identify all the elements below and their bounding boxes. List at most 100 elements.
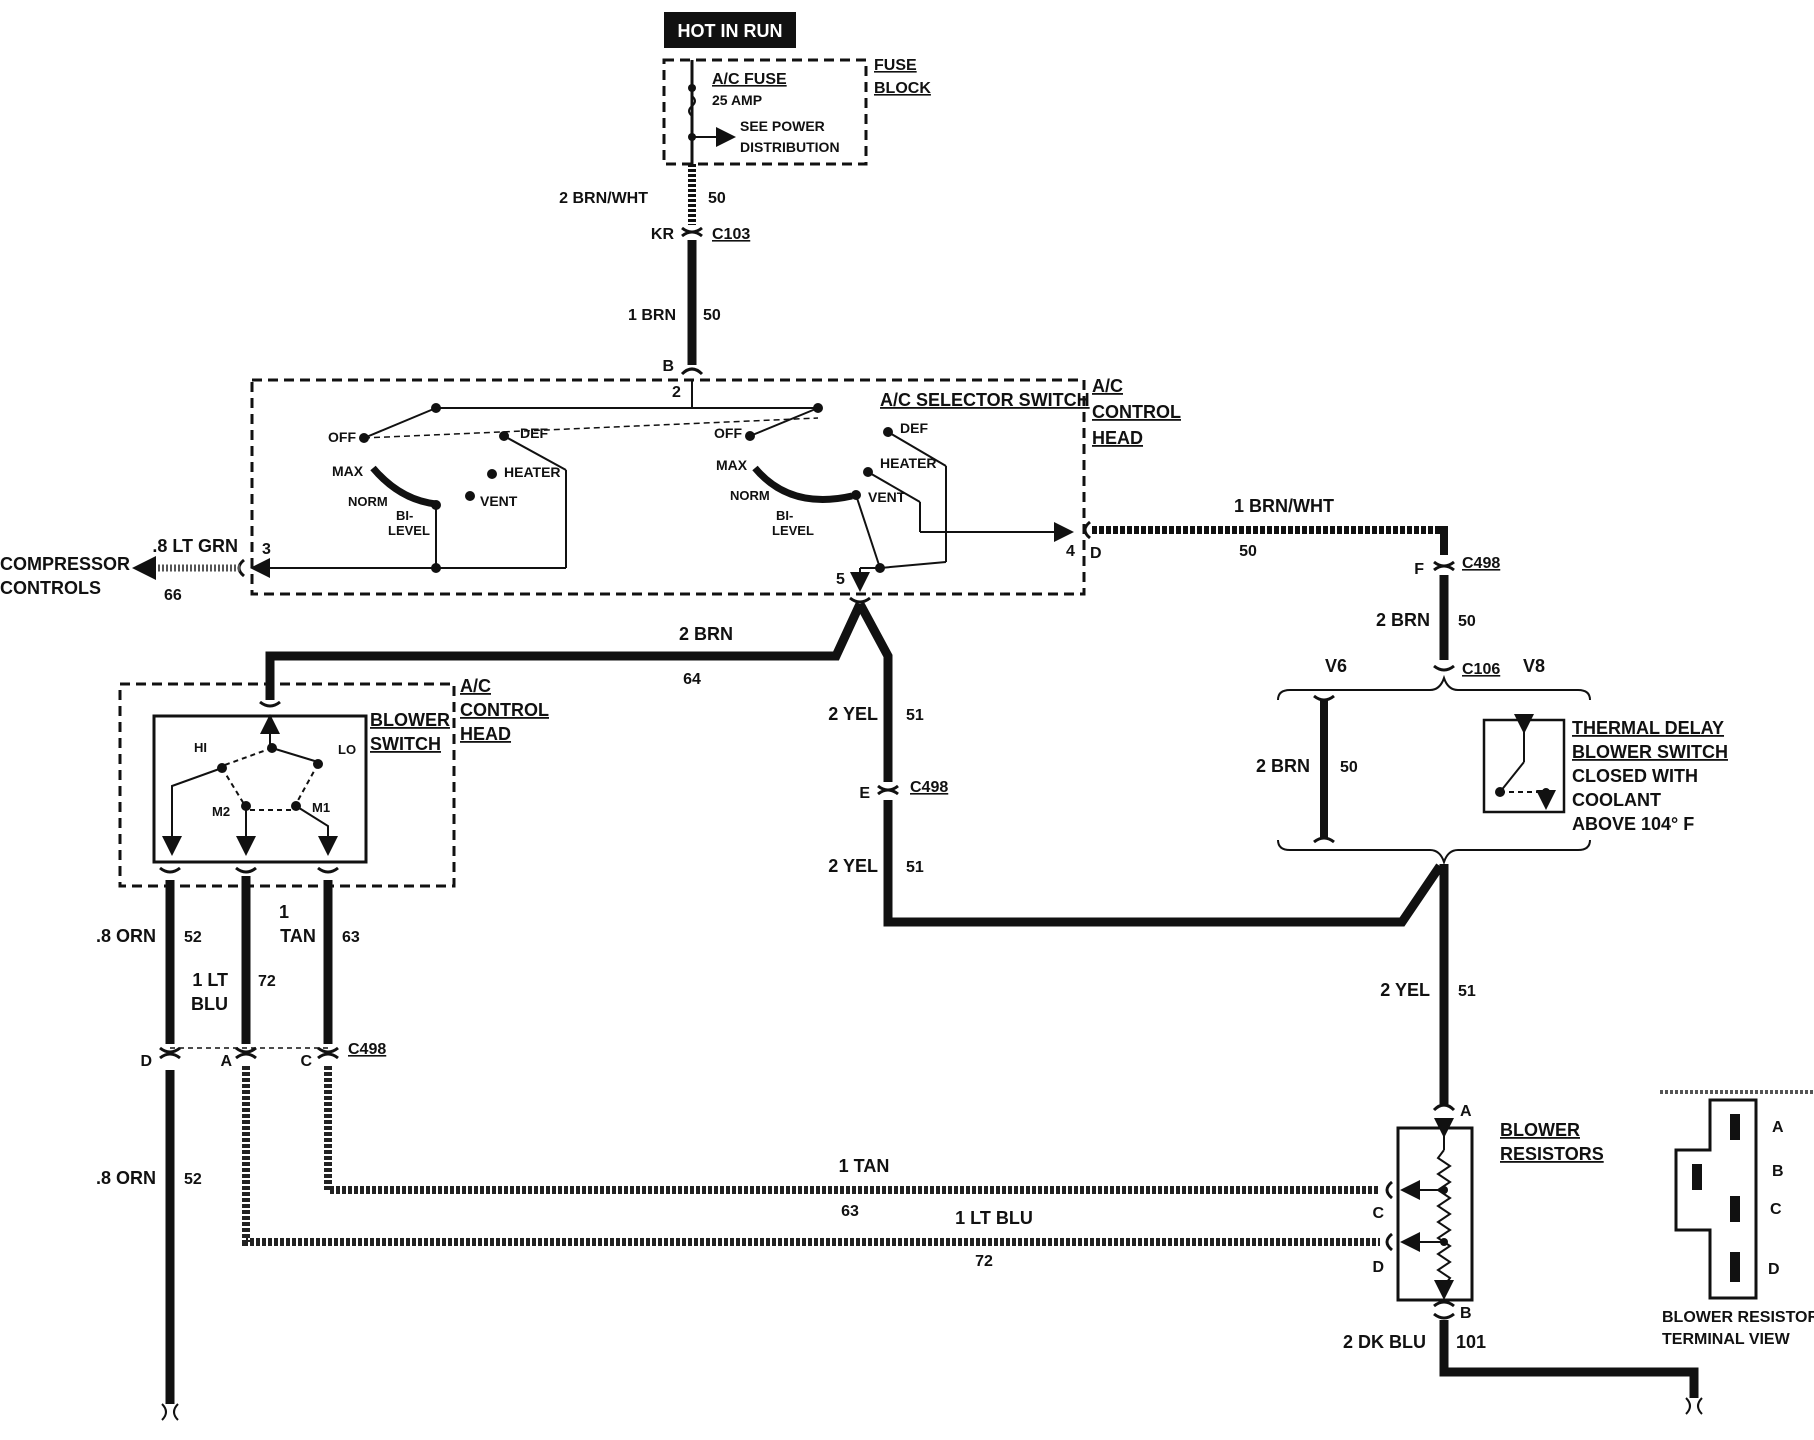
m2-label: M2 (212, 804, 230, 819)
m1-label: M1 (312, 800, 330, 815)
wire-label-line2: TAN (280, 926, 316, 946)
resistors-label-2: RESISTORS (1500, 1144, 1604, 1164)
pos-off-right: OFF (714, 425, 742, 441)
thermal-line1: THERMAL DELAY (1572, 718, 1724, 738)
circuit-50-right: 1 BRN/WHT 50 F C498 2 BRN 50 C106 (1083, 496, 1500, 678)
wire-label: 2 YEL (1380, 980, 1430, 1000)
e-label: E (859, 785, 870, 802)
pos-def-right: DEF (900, 420, 928, 436)
pos-norm-right: NORM (730, 488, 770, 503)
circuit-number: 52 (184, 1171, 202, 1188)
pin-2: 2 (672, 384, 681, 401)
wire-label: 2 YEL (828, 704, 878, 724)
hi-label: HI (194, 740, 207, 755)
blower-head-label-1: A/C (460, 676, 491, 696)
pos-vent-left: VENT (480, 493, 518, 509)
blower-switch-box: HI LO M2 M1 BLOWER SWITCH A/C CONTROL HE… (118, 676, 549, 888)
fuse-block-label-2: BLOCK (874, 80, 931, 97)
pos-max-right: MAX (716, 457, 748, 473)
thermal-line2: BLOWER SWITCH (1572, 742, 1728, 762)
resistors-label-1: BLOWER (1500, 1120, 1580, 1140)
wire-label: 2 YEL (828, 856, 878, 876)
pin-5: 5 (836, 571, 845, 588)
circuit-101: 2 DK BLU 101 (1343, 1320, 1703, 1415)
engine-option-bracket: V6 V8 2 BRN 50 (1256, 656, 1591, 866)
circuit-number: 50 (708, 190, 726, 207)
fuse-block: A/C FUSE 25 AMP SEE POWER DISTRIBUTION F… (662, 57, 931, 166)
see-power-line1: SEE POWER (740, 118, 825, 134)
blower-switch-label-2: SWITCH (370, 734, 441, 754)
lo-label: LO (338, 742, 356, 757)
control-head-label-2: CONTROL (1092, 402, 1181, 422)
thermal-line5: ABOVE 104° F (1572, 814, 1694, 834)
tv-pin-c: C (1770, 1201, 1782, 1218)
pos-bi-left: BI- (396, 508, 413, 523)
circuit-number: 51 (1458, 983, 1476, 1000)
blower-resistors: A C D B BLOWER RESISTORS (1372, 1103, 1603, 1322)
pos-def-left: DEF (520, 425, 548, 441)
f-label: F (1414, 561, 1424, 578)
pin-3: 3 (262, 541, 271, 558)
circuit-64-51: 2 BRN 64 2 YEL 51 E C498 2 YEL 51 2 YEL … (265, 596, 1476, 1106)
circuits-52-72-63: .8 ORN 52 1 LT BLU 72 1 TAN 63 D A C C49… (96, 866, 1380, 1421)
circuit-number: 63 (342, 929, 360, 946)
selector-switch-box: A/C SELECTOR SWITCH A/C CONTROL HEAD 2 O… (250, 376, 1181, 596)
resistor-pin-d: D (1372, 1259, 1384, 1276)
pos-norm-left: NORM (348, 494, 388, 509)
resistor-pin-a: A (1460, 1103, 1472, 1120)
fuse-name: A/C FUSE (712, 71, 787, 88)
hot-in-run-label: HOT IN RUN (678, 21, 783, 41)
wire-label: 2 BRN (1376, 610, 1430, 630)
circuit-number: 50 (1340, 759, 1358, 776)
circuit-number: 63 (841, 1203, 859, 1220)
thermal-line4: COOLANT (1572, 790, 1661, 810)
wire-label: 2 DK BLU (1343, 1332, 1426, 1352)
control-head-label-3: HEAD (1092, 428, 1143, 448)
wire-label: 2 BRN (679, 624, 733, 644)
circuit-50-top: 2 BRN/WHT 50 KR C103 1 BRN 50 B (559, 164, 750, 376)
tv-pin-d: D (1768, 1261, 1780, 1278)
circuit-number: 50 (703, 307, 721, 324)
c498-dac-label: C498 (348, 1041, 386, 1058)
wire-label: 2 BRN/WHT (559, 190, 648, 207)
d-label: D (140, 1053, 152, 1070)
wire-label: 2 BRN (1256, 756, 1310, 776)
circuit-number: 72 (258, 973, 276, 990)
selector-switch-title: A/C SELECTOR SWITCH (880, 390, 1090, 410)
fuse-block-label-1: FUSE (874, 57, 917, 74)
circuit-number: 52 (184, 929, 202, 946)
wire-label: 1 BRN/WHT (1234, 496, 1334, 516)
circuit-number: 50 (1239, 543, 1257, 560)
wire-label: .8 LT GRN (152, 536, 238, 556)
circuit-number: 51 (906, 707, 924, 724)
tv-pin-b: B (1772, 1163, 1784, 1180)
thermal-delay-switch: THERMAL DELAY BLOWER SWITCH CLOSED WITH … (1482, 714, 1728, 834)
pos-off-left: OFF (328, 429, 356, 445)
circuit-number: 50 (1458, 613, 1476, 630)
kr-label: KR (651, 226, 675, 243)
terminal-view-line1: BLOWER RESISTORS (1662, 1309, 1814, 1326)
circuit-number: 51 (906, 859, 924, 876)
circuit-number: 101 (1456, 1332, 1486, 1352)
c-label: C (300, 1053, 312, 1070)
hot-in-run-box: HOT IN RUN (664, 12, 796, 48)
resistor-pin-c: C (1372, 1205, 1384, 1222)
wire-label-line1: 1 (279, 902, 289, 922)
c498-f-label: C498 (1462, 555, 1500, 572)
resistor-terminal-view: A B C D BLOWER RESISTORS TERMINAL VIEW (1660, 1090, 1814, 1348)
pos-level-right: LEVEL (772, 523, 814, 538)
wire-label-line2: BLU (191, 994, 228, 1014)
v6-label: V6 (1325, 656, 1347, 676)
thermal-line3: CLOSED WITH (1572, 766, 1698, 786)
pos-level-left: LEVEL (388, 523, 430, 538)
c498-e-label: C498 (910, 779, 948, 796)
control-head-label-1: A/C (1092, 376, 1123, 396)
terminal-view-line2: TERMINAL VIEW (1662, 1331, 1791, 1348)
fuse-rating: 25 AMP (712, 92, 762, 108)
pin-d: D (1090, 545, 1102, 562)
pos-heater-right: HEATER (880, 455, 937, 471)
wire-label-line1: 1 LT (192, 970, 228, 990)
blower-head-label-2: CONTROL (460, 700, 549, 720)
wire-label: 1 LT BLU (955, 1208, 1033, 1228)
